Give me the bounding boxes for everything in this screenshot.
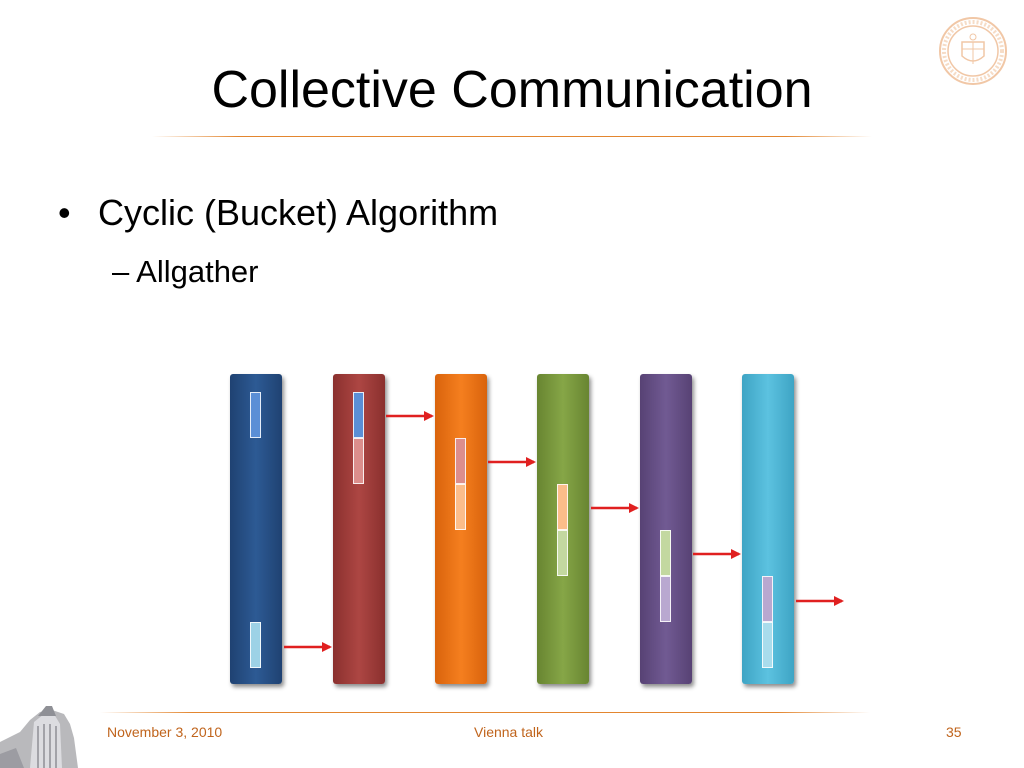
process-bar-4 [537, 374, 589, 684]
process-bar-3 [435, 374, 487, 684]
data-block [250, 622, 261, 668]
slide-number: 35 [946, 724, 962, 740]
footer-divider [100, 712, 870, 713]
process-bar-2 [333, 374, 385, 684]
title-divider [152, 136, 872, 137]
data-block [762, 622, 773, 668]
data-block [557, 484, 568, 530]
data-block [455, 484, 466, 530]
slide-title: Collective Communication [211, 61, 813, 119]
footer-date: November 3, 2010 [107, 724, 223, 740]
process-bar-5 [640, 374, 692, 684]
data-block [353, 438, 364, 484]
bullet-dot-icon: • [58, 192, 71, 233]
data-block [455, 438, 466, 484]
university-seal-icon [939, 17, 1007, 85]
process-bar-1 [230, 374, 282, 684]
data-block [557, 530, 568, 576]
bullet-item: • Cyclic (Bucket) Algorithm [58, 192, 498, 234]
sub-bullet-item: – Allgather [112, 254, 259, 289]
data-block [762, 576, 773, 622]
data-block [660, 530, 671, 576]
data-block [660, 576, 671, 622]
bullet-text: Cyclic (Bucket) Algorithm [98, 192, 499, 233]
data-block [353, 392, 364, 438]
footer-talk-title: Vienna talk [474, 724, 544, 740]
process-bar-6 [742, 374, 794, 684]
data-block [250, 392, 261, 438]
university-tower-icon [0, 706, 78, 768]
